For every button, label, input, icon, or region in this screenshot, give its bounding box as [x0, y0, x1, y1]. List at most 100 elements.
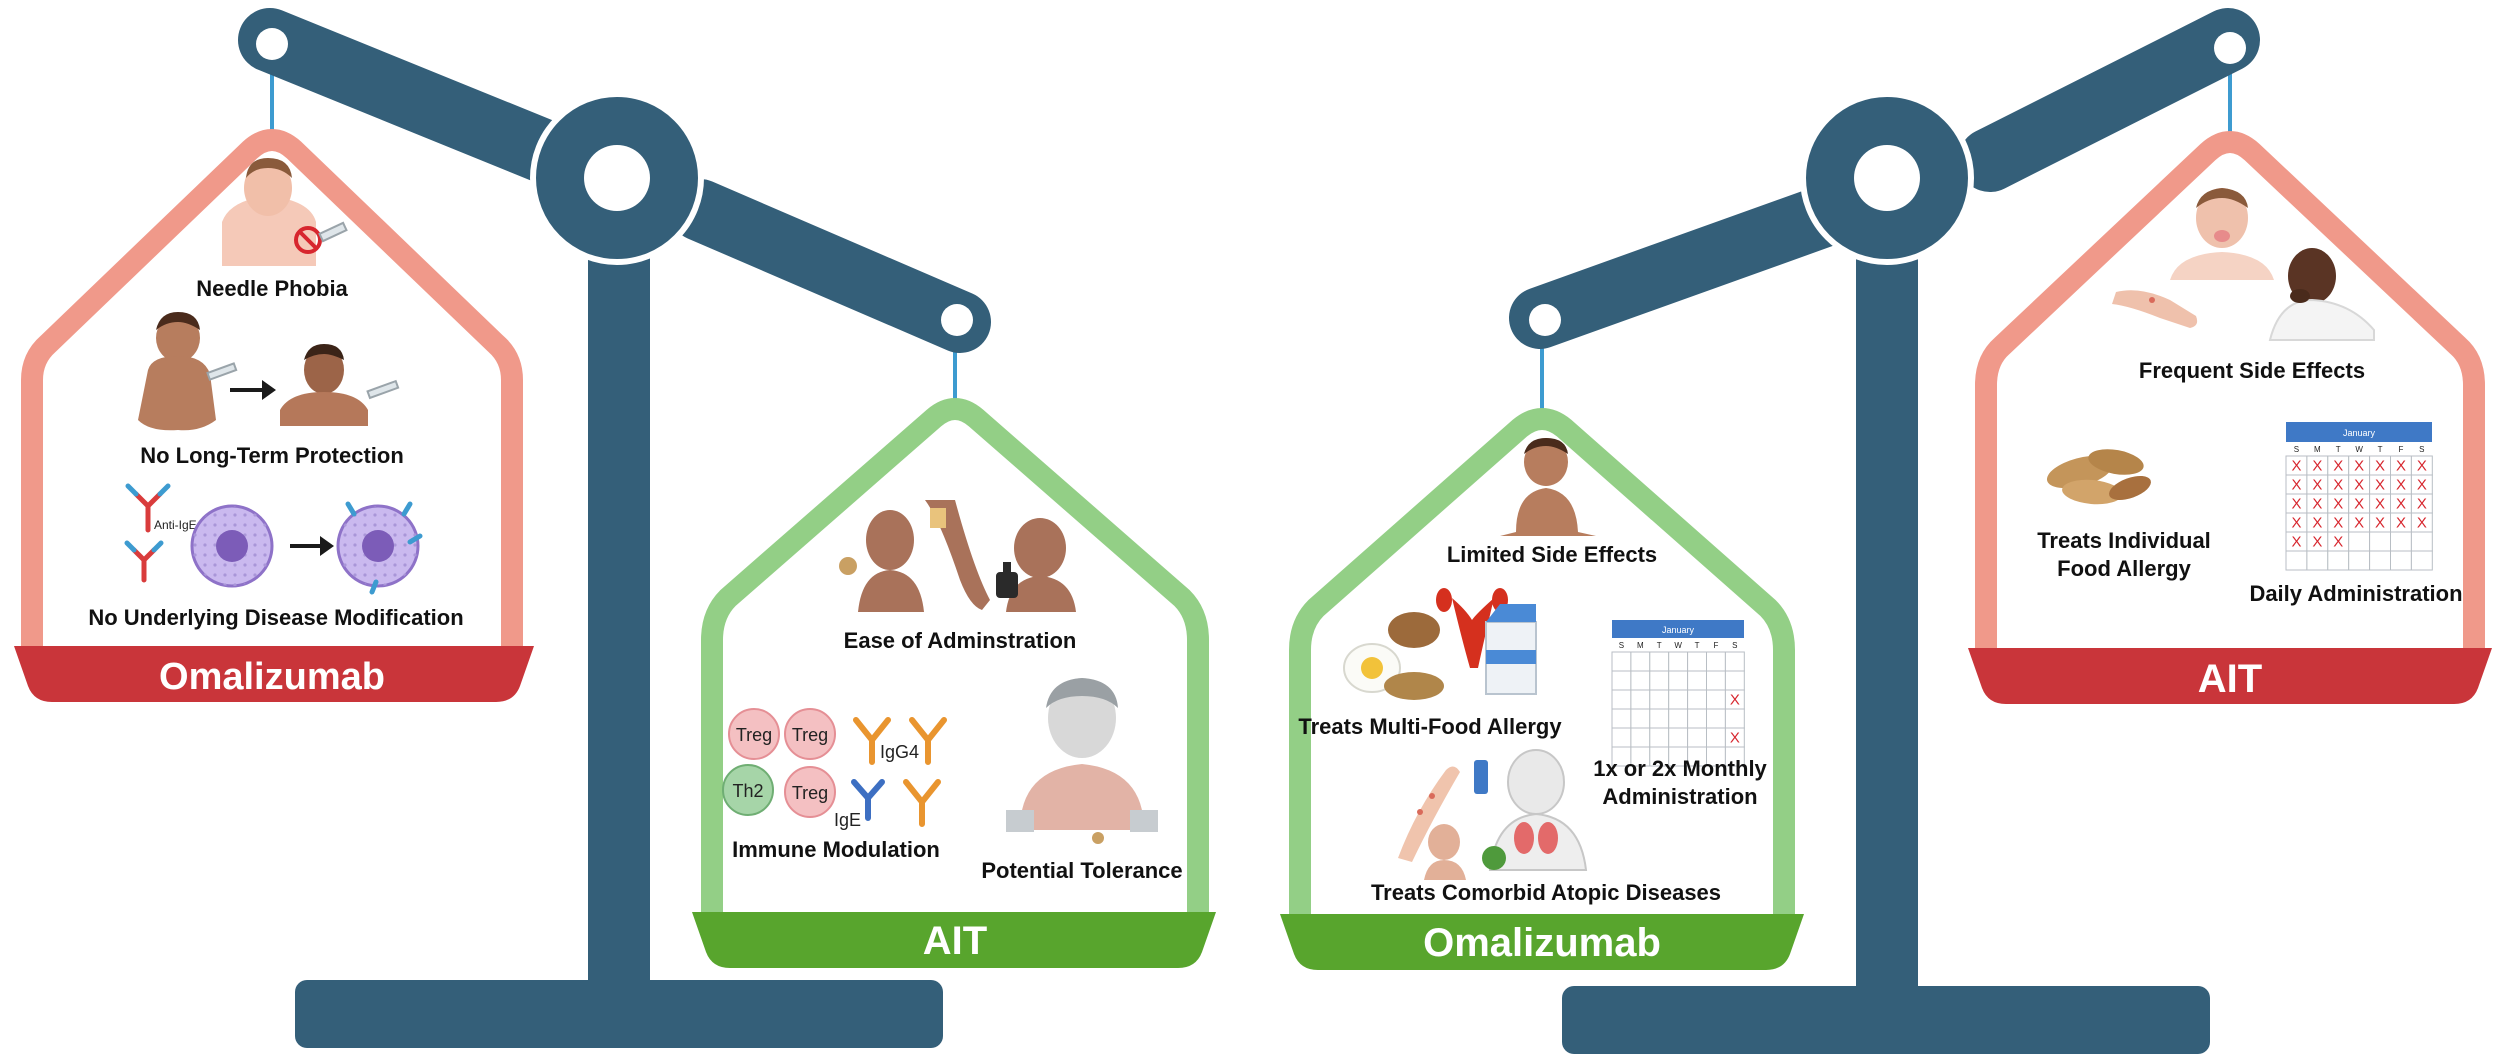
left-red-banner-label: Omalizumab: [159, 656, 385, 698]
walnut-icon: [1388, 612, 1440, 648]
calendar-cell: [2369, 550, 2392, 571]
left-red-item-needle-phobia: Needle Phobia: [196, 276, 348, 301]
calendar-cell: [1668, 651, 1689, 672]
right-red-house: AIT Frequent Side Effects Treats Individ…: [1968, 131, 2492, 704]
calendar-x-mark: X: [2312, 514, 2322, 531]
potential-tolerance-illustration: [1006, 678, 1158, 844]
left-scale-base: [295, 980, 943, 1048]
left-red-item-long-term-protection: No Long-Term Protection: [140, 443, 404, 468]
left-green-banner-label: AIT: [923, 919, 987, 963]
calendar-x-mark: X: [2354, 495, 2364, 512]
calendar-day-header: S: [2419, 445, 2424, 454]
calendar-day-header: T: [1657, 641, 1662, 650]
calendar-cell: [1706, 689, 1726, 710]
calendar-x-mark: X: [2396, 495, 2406, 512]
treg-cell-1: [728, 708, 780, 760]
calendar-x-mark: X: [2375, 457, 2385, 474]
dropper-bottle-icon: [996, 572, 1018, 598]
calendar-day-header: F: [1714, 641, 1719, 650]
frequent-side-effects-illustration: [2112, 188, 2375, 341]
treg-cell-3: [784, 766, 836, 818]
daily-calendar-month: January: [2343, 428, 2376, 438]
calendar-day-header: W: [1674, 641, 1682, 650]
left-scale-beam-lower-hole: [941, 304, 973, 336]
right-scale-pole: [1856, 250, 1918, 995]
calendar-day-header: F: [2399, 445, 2404, 454]
calendar-cell: [1706, 708, 1726, 729]
calendar-cell: [1668, 689, 1689, 710]
lobster-icon: [1452, 598, 1494, 668]
needle-phobia-illustration: [222, 158, 348, 266]
right-scale-beam-lower-hole: [1529, 304, 1561, 336]
inhaler-icon: [1474, 760, 1488, 794]
calendar-cell: [1668, 727, 1689, 748]
right-green-item-comorbid: Treats Comorbid Atopic Diseases: [1371, 880, 1721, 905]
calendar-x-mark: X: [2312, 476, 2322, 493]
calendar-day-header: S: [2294, 445, 2299, 454]
calendar-cell: [1630, 651, 1651, 672]
calendar-x-mark: X: [2333, 495, 2343, 512]
calendar-x-mark: X: [2312, 495, 2322, 512]
right-red-item-frequent-side-effects: Frequent Side Effects: [2139, 358, 2365, 383]
left-red-house: Omalizumab Needle Phobia No Long-Term Pr…: [14, 129, 534, 702]
calendar-day-header: W: [2355, 445, 2363, 454]
th2-cell: [722, 764, 774, 816]
calendar-x-mark: X: [2375, 476, 2385, 493]
calendar-cell: [2410, 531, 2433, 552]
calendar-cell: [1649, 670, 1670, 691]
left-scale-pivot-ring: [530, 91, 704, 265]
calendar-x-mark: X: [2417, 457, 2427, 474]
left-red-banner: [14, 646, 534, 702]
calendar-cell: [2390, 550, 2412, 571]
adult-syringe-icon: [366, 379, 400, 400]
right-green-item-monthly-2: Administration: [1602, 784, 1757, 809]
calendar-x-mark: X: [2354, 457, 2364, 474]
calendar-cell: [1724, 746, 1745, 767]
multi-food-illustration: [1343, 588, 1537, 700]
calendar-x-mark: X: [2312, 533, 2322, 550]
calendar-x-mark: X: [2354, 514, 2364, 531]
right-scale-base: [1562, 986, 2210, 1054]
antibody-icon-2: [124, 540, 164, 583]
calendar-x-mark: X: [2396, 476, 2406, 493]
right-green-item-limited-side-effects: Limited Side Effects: [1447, 542, 1657, 567]
calendar-x-mark: X: [2333, 514, 2343, 531]
ige-label: IgE: [834, 810, 861, 830]
calendar-cell: [1687, 689, 1707, 710]
igg4-label: IgG4: [880, 742, 919, 762]
calendar-cell: [1668, 708, 1689, 729]
right-scale: [1509, 8, 2260, 1054]
left-red-item-disease-modification: No Underlying Disease Modification: [88, 605, 463, 630]
calendar-cell: [1724, 670, 1745, 691]
calendar-x-mark: X: [2333, 457, 2343, 474]
calendar-cell: [1611, 727, 1632, 748]
right-green-house-outline: [1289, 408, 1795, 925]
calendar-x-mark: X: [2375, 514, 2385, 531]
hand-rash-illustration: [2112, 290, 2198, 328]
calendar-x-mark: X: [1730, 729, 1740, 746]
right-green-banner-label: Omalizumab: [1423, 921, 1661, 965]
right-green-item-multi-food: Treats Multi-Food Allergy: [1298, 714, 1562, 739]
left-green-item-immune: Immune Modulation: [732, 837, 940, 862]
comorbid-illustration: [1398, 749, 1588, 880]
calendar-cell: [1611, 651, 1632, 672]
left-scale-beam-upper: [238, 8, 617, 200]
calendar-cell: [2369, 531, 2392, 552]
calendar-cell: [1649, 689, 1670, 710]
spoon-peanut-icon: [1092, 832, 1104, 844]
th2-cell-label: Th2: [732, 781, 763, 801]
left-scale-pole: [588, 250, 650, 990]
calendar-cell: [2306, 550, 2329, 571]
right-red-banner-label: AIT: [2198, 657, 2262, 701]
calendar-x-mark: X: [2396, 457, 2406, 474]
right-red-banner: [1968, 648, 2492, 704]
calendar-cell: [1649, 708, 1670, 729]
syringe-icon: [318, 221, 348, 243]
calendar-x-mark: X: [2291, 533, 2301, 550]
treg-cell-3-label: Treg: [792, 783, 828, 803]
calendar-x-mark: X: [2291, 476, 2301, 493]
calendar-cell: [1706, 670, 1726, 691]
right-scale-beam-upper: [1958, 8, 2260, 192]
